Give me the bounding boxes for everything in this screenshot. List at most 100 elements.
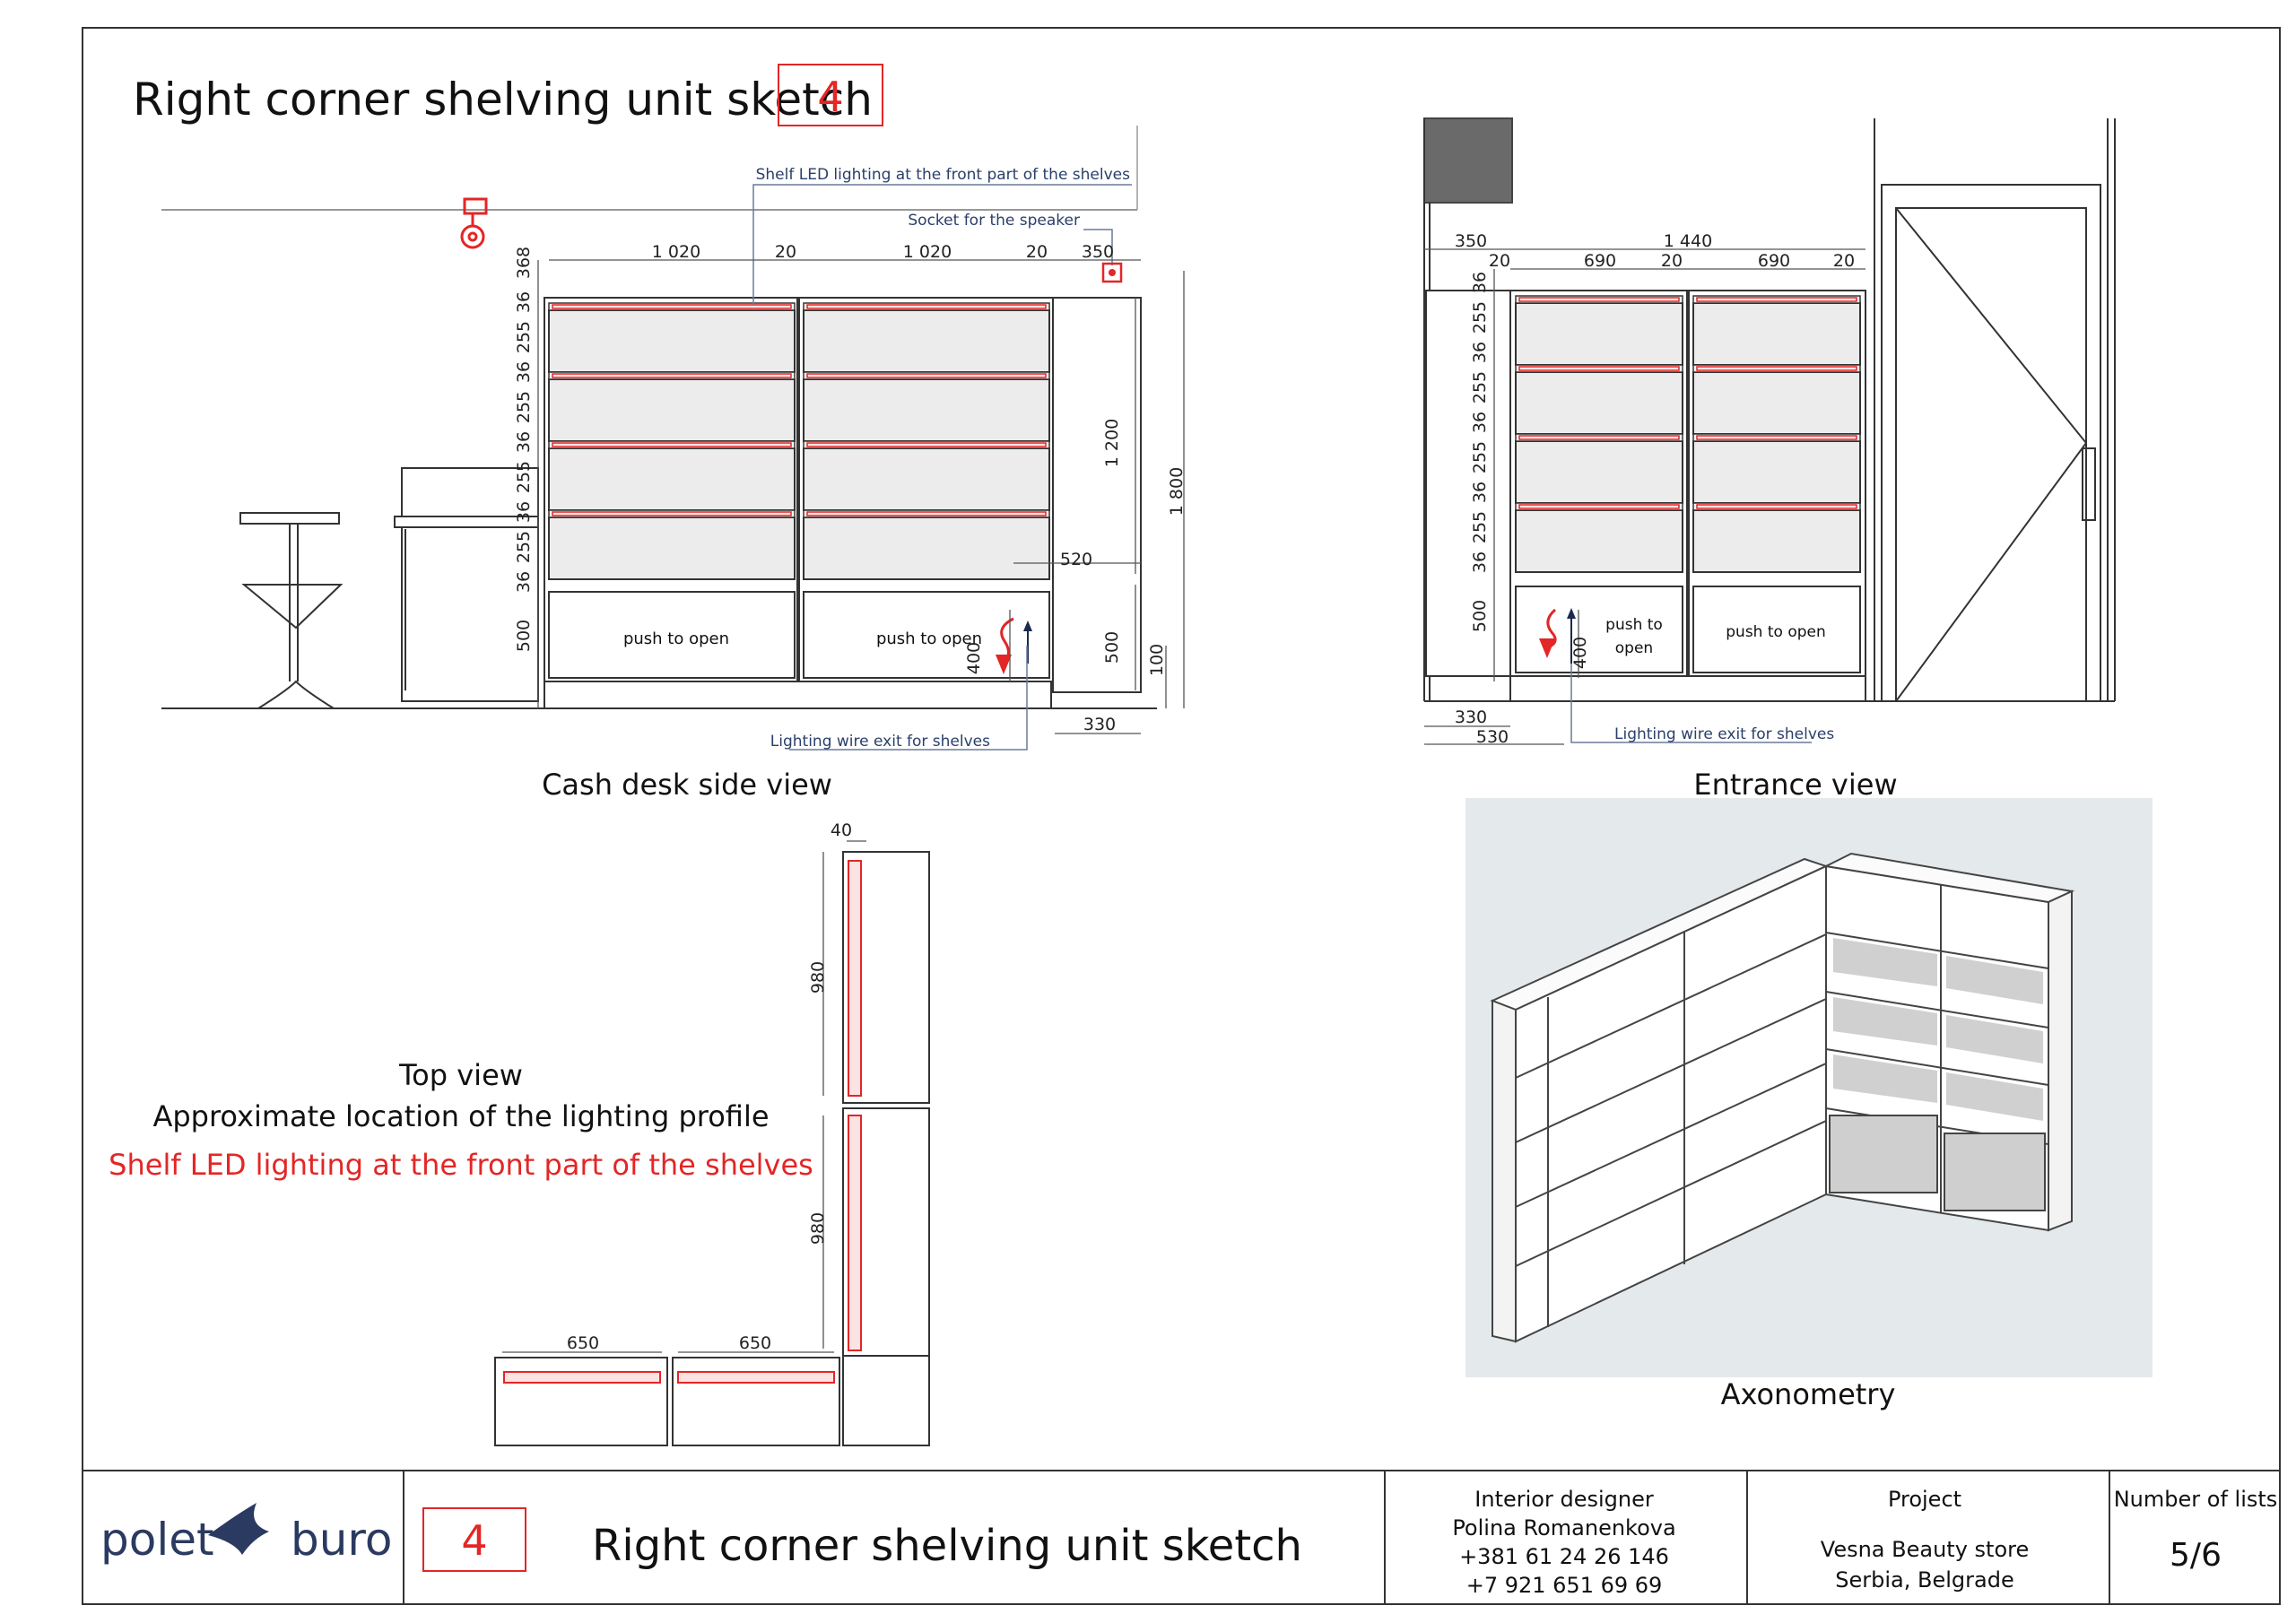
entr-annotation-leaders: [1570, 664, 1812, 743]
cash-dim-1200: 1 200: [1102, 419, 1122, 467]
tb-designer-name: Polina Romanenkova: [1452, 1515, 1675, 1541]
entr-led-strip: [1518, 366, 1680, 371]
tb-designer-label: Interior designer: [1474, 1487, 1654, 1512]
title-block: [83, 1470, 2280, 1604]
tb-lists-label: Number of lists: [2114, 1487, 2278, 1512]
entr-left-dim: 255: [1470, 511, 1490, 543]
cash-wire-arrow: [996, 617, 1032, 674]
logo-word-buro: buro: [291, 1514, 392, 1566]
top-dim-650-b: 650: [739, 1333, 771, 1353]
cash-shelf-panel: [803, 516, 1050, 580]
entrance-shelves: [1515, 295, 1861, 573]
entr-dim-350: 350: [1455, 231, 1487, 251]
top-view-caption-2: Approximate location of the lighting pro…: [152, 1099, 769, 1133]
cash-wire-note: Lighting wire exit for shelves: [770, 733, 990, 751]
entr-shelf-panel: [1515, 371, 1683, 435]
entr-dim-690-b: 690: [1758, 251, 1790, 271]
top-dim-650-a: 650: [567, 1333, 599, 1353]
cash-shelf-panel: [548, 378, 796, 442]
cash-desk-shelves: [548, 302, 1050, 580]
logo-word-polet: polet: [100, 1514, 214, 1566]
cash-led-strip: [806, 511, 1047, 516]
cash-left-dim: 255: [514, 531, 534, 563]
entr-dim-530: 530: [1476, 727, 1509, 747]
tb-lists-value: 5/6: [2170, 1537, 2222, 1574]
cash-left-dim: 36: [514, 431, 534, 453]
cash-led-strip: [806, 304, 1047, 309]
entrance-drawers: [1515, 586, 1861, 673]
entr-dimension-lines: [1424, 248, 1866, 745]
tb-number-box: [422, 1507, 526, 1572]
cash-dim-350: 350: [1082, 242, 1114, 262]
axonometry-shelving: [1490, 852, 2075, 1343]
entr-dim-330: 330: [1455, 707, 1487, 727]
axonometry-caption: Axonometry: [1721, 1377, 1896, 1411]
entr-dim-20-a: 20: [1489, 251, 1510, 271]
cash-dim-20-a: 20: [775, 242, 796, 262]
top-view-caption-3: Shelf LED lighting at the front part of …: [109, 1148, 813, 1182]
entr-dim-1440: 1 440: [1664, 231, 1712, 251]
sheet-number-box: [778, 64, 883, 126]
cash-led-note: Shelf LED lighting at the front part of …: [756, 166, 1131, 184]
entrance-caption: Entrance view: [1693, 768, 1897, 802]
cash-led-strip: [552, 511, 792, 516]
cash-desk-caption: Cash desk side view: [542, 768, 832, 802]
cash-left-dim: 36: [514, 571, 534, 593]
cash-led-strip: [806, 373, 1047, 378]
cash-push-label-right: push to open: [876, 629, 982, 648]
cash-dim-100: 100: [1147, 644, 1167, 676]
entr-wire-arrow: [1539, 608, 1576, 664]
cash-left-dim: 368: [514, 247, 534, 279]
cash-dim-1020-a: 1 020: [652, 242, 700, 262]
entr-left-dim: 255: [1470, 371, 1490, 404]
top-dim-980-b: 980: [808, 1212, 828, 1245]
entr-shelf-panel: [1515, 509, 1683, 573]
entr-left-dim: 500: [1470, 600, 1490, 632]
cash-dim-520: 520: [1060, 550, 1092, 569]
cash-left-dim: 500: [514, 620, 534, 652]
cash-led-strip: [806, 442, 1047, 447]
axonometry-shadows: [1833, 938, 2043, 1121]
entr-led-strip: [1518, 297, 1680, 302]
cash-left-dim: 255: [514, 461, 534, 493]
top-dim-980-a: 980: [808, 961, 828, 994]
entr-dim-400: 400: [1570, 637, 1590, 669]
entr-wire-note: Lighting wire exit for shelves: [1614, 725, 1834, 743]
tb-title: Right corner shelving unit sketch: [592, 1521, 1302, 1571]
entr-led-strip: [1696, 504, 1857, 509]
speaker-camera-icon: [460, 197, 488, 249]
entr-left-dim: 255: [1470, 441, 1490, 473]
entr-led-strip: [1518, 504, 1680, 509]
entr-left-dim: 36: [1470, 412, 1490, 433]
cash-led-strip: [552, 442, 792, 447]
entr-dim-20-b: 20: [1661, 251, 1683, 271]
socket-icon: [1101, 262, 1123, 283]
top-view-led-strips: [503, 860, 862, 1384]
cash-dim-20-b: 20: [1026, 242, 1048, 262]
tb-project-name: Vesna Beauty store: [1821, 1537, 2029, 1562]
cash-shelf-panel: [803, 309, 1050, 373]
entr-led-strip: [1696, 366, 1857, 371]
cash-left-dim: 36: [514, 291, 534, 313]
cash-shelf-panel: [803, 378, 1050, 442]
entr-push-left-1: push to: [1605, 616, 1663, 634]
entr-dim-690-a: 690: [1584, 251, 1616, 271]
cash-shelf-panel: [548, 447, 796, 511]
top-dim-40: 40: [831, 820, 852, 840]
cash-left-dim: 255: [514, 391, 534, 423]
sheet-title: Right corner shelving unit sketch: [133, 74, 873, 126]
cash-desk-side-view: [161, 126, 1157, 709]
cash-shelf-panel: [548, 309, 796, 373]
cash-left-dim: 255: [514, 321, 534, 353]
socket-note: Socket for the speaker: [908, 212, 1080, 230]
cash-push-label-left: push to open: [623, 629, 729, 648]
cash-annotation-leaders: [752, 184, 1132, 751]
tb-phone-2: +7 921 651 69 69: [1466, 1573, 1663, 1598]
tb-project-label: Project: [1888, 1487, 1961, 1512]
cash-shelf-panel: [803, 447, 1050, 511]
cash-led-strip: [552, 373, 792, 378]
entr-led-strip: [1696, 297, 1857, 302]
cash-dim-500-right: 500: [1102, 631, 1122, 664]
